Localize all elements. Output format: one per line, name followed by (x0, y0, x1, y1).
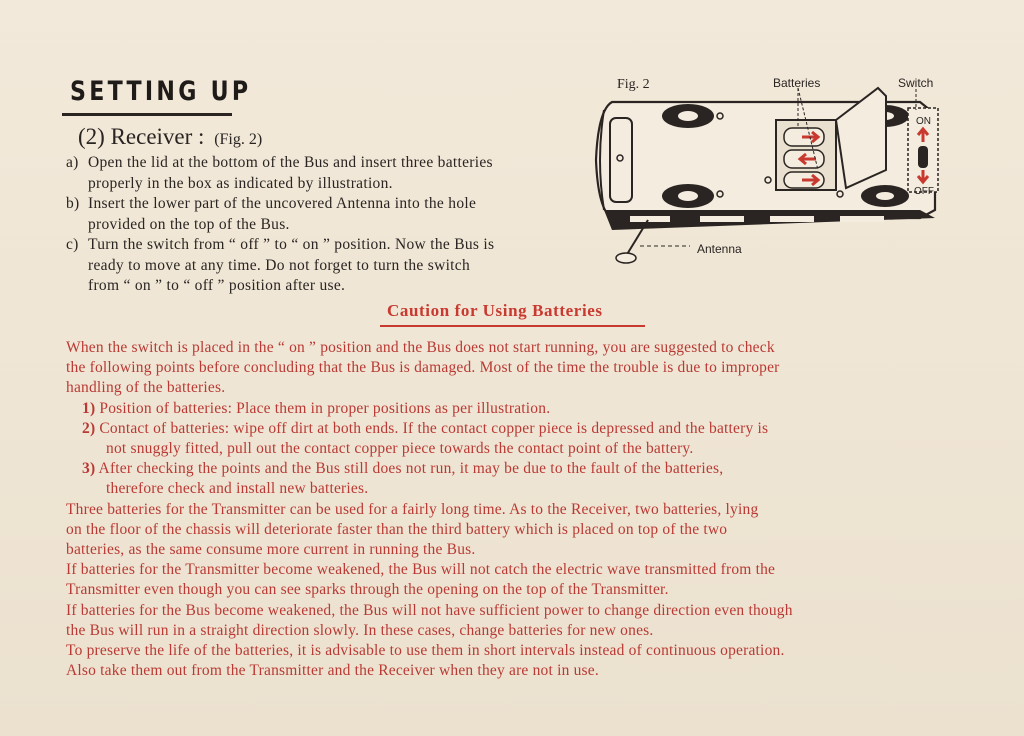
heading-underline (62, 113, 232, 116)
step-letter: b) (66, 195, 80, 212)
batteries-label: Batteries (773, 76, 821, 90)
switch-toggle-icon (918, 146, 928, 168)
switch-on-text: ON (916, 116, 931, 127)
caution-body: When the switch is placed in the “ on ” … (66, 338, 951, 681)
arrow-left-icon (797, 152, 816, 166)
paragraph-line: If batteries for the Transmitter become … (66, 561, 776, 579)
antenna-wire (625, 219, 649, 257)
bus-front (599, 109, 605, 211)
antenna-base (615, 252, 637, 264)
fig-reference: (Fig. 2) (214, 131, 263, 148)
paragraph-line: To preserve the life of the batteries, i… (66, 642, 785, 660)
step-text: Insert the lower part of the uncovered A… (88, 195, 477, 212)
paragraph-line: on the floor of the chassis will deterio… (66, 520, 728, 538)
paragraph-line: the Bus will run in a straight direction… (66, 621, 654, 639)
step-text: provided on the top of the Bus. (88, 215, 290, 233)
paragraph-line: batteries, as the same consume more curr… (66, 541, 476, 559)
check-item-2: 2) Contact of batteries: wipe off dirt a… (82, 419, 769, 437)
arrow-right-icon (802, 173, 821, 187)
step-a: a) Open the lid at the bottom of the Bus … (66, 153, 586, 194)
step-text: properly in the box as indicated by illu… (88, 174, 393, 192)
step-c: c) Turn the switch from “ off ” to “ on ”… (66, 235, 586, 297)
intro-line: the following points before concluding t… (66, 359, 780, 377)
check-item-1: 1) Position of batteries: Place them in … (82, 399, 551, 417)
step-letter: c) (66, 236, 79, 253)
arrow-up-icon (916, 126, 930, 142)
caution-underline (380, 325, 645, 327)
page-heading: SETTING UP (70, 76, 252, 107)
bus-skirt (604, 210, 935, 230)
paragraph-line: Also take them out from the Transmitter … (66, 662, 599, 680)
step-b: b) Insert the lower part of the uncovered… (66, 194, 586, 235)
switch-label: Switch (898, 76, 934, 90)
receiver-title: (2) Receiver : (78, 124, 205, 149)
step-text: Turn the switch from “ off ” to “ on ” p… (88, 236, 495, 253)
step-text: Open the lid at the bottom of the Bus an… (88, 154, 493, 171)
check-item-3: 3) After checking the points and the Bus… (82, 460, 724, 478)
paragraph-line: Three batteries for the Transmitter can … (66, 500, 759, 518)
intro-line: handling of the batteries. (66, 379, 226, 397)
step-text: ready to move at any time. Do not forget… (88, 256, 471, 274)
intro-line: When the switch is placed in the “ on ” … (66, 339, 775, 356)
step-text: from “ on ” to “ off ” position after us… (88, 277, 346, 294)
bus-front-panel (609, 117, 633, 203)
switch-off-text: OFF (914, 186, 934, 197)
check-item-2-cont: not snuggly fitted, pull out the contact… (106, 440, 694, 458)
bus-underside-diagram: ON OFF (594, 84, 939, 264)
battery-lid (834, 86, 887, 190)
arrow-down-icon (916, 170, 930, 185)
caution-heading: Caution for Using Batteries (387, 301, 603, 320)
paragraph-line: Transmitter even though you can see spar… (66, 581, 669, 599)
step-letter: a) (66, 154, 79, 171)
receiver-subheading: (2) Receiver : (Fig. 2) (78, 124, 262, 150)
paragraph-line: If batteries for the Bus become weakened… (66, 601, 793, 619)
fig-label: Fig. 2 (617, 77, 650, 92)
check-item-3-cont: therefore check and install new batterie… (106, 480, 369, 498)
antenna-label: Antenna (697, 242, 742, 256)
